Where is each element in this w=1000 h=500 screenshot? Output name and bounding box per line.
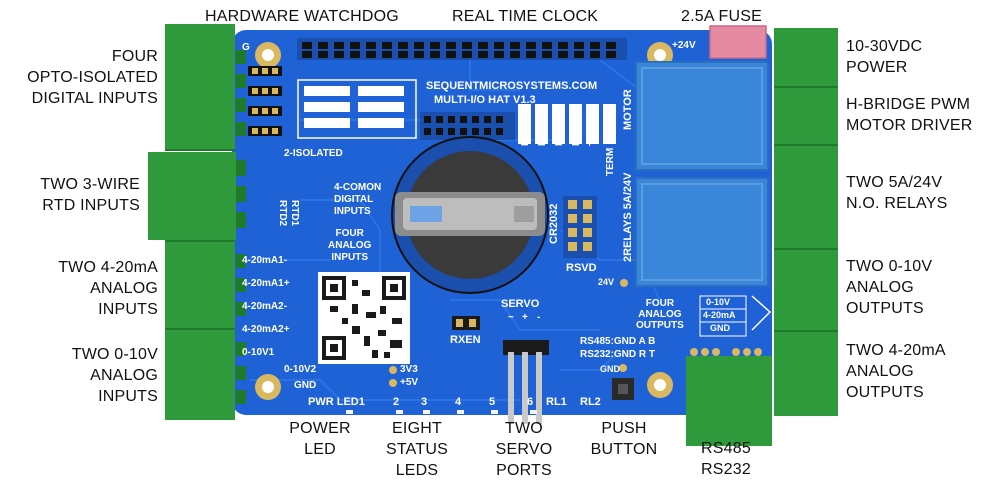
- pin-0-10v1: 0-10V1: [242, 347, 275, 358]
- gpio-pins: [302, 42, 616, 58]
- label-power-input: 10-30VDC POWER: [846, 38, 923, 76]
- four-analog-outputs-label: FOUR ANALOG OUTPUTS: [636, 298, 684, 331]
- fuse: [709, 25, 767, 59]
- pin-0-10v2: 0-10V2: [284, 364, 317, 375]
- out-box-0-10v: 0-10V: [706, 297, 731, 307]
- cr2032-label: CR2032: [548, 203, 560, 244]
- pin-4-20ma2-plus: 4-20mA2+: [242, 324, 290, 335]
- servo-pin-signal: ~: [508, 312, 514, 323]
- led-2-label: 2: [393, 396, 400, 408]
- pwr-led1-label: PWR LED1: [308, 396, 365, 408]
- label-hardware-watchdog: HARDWARE WATCHDOG: [205, 8, 399, 25]
- label-status-leds: EIGHT STATUS LEDS: [386, 420, 448, 479]
- plus24-label: +24V: [672, 40, 696, 51]
- right-terminals: [686, 28, 838, 446]
- qr-code: [318, 272, 410, 364]
- led-3-label: 3: [421, 396, 428, 408]
- pin-gnd: GND: [294, 380, 317, 391]
- rtc-battery-holder: [391, 136, 549, 294]
- rtd2-label: RTD2: [277, 200, 288, 227]
- label-motor-driver: H-BRIDGE PWM MOTOR DRIVER: [846, 96, 973, 134]
- out-box-4-20ma: 4-20mA: [703, 310, 736, 320]
- left-terminals: [148, 24, 246, 420]
- led-6-label: 6: [527, 396, 534, 408]
- tx-label: TX: [588, 133, 599, 146]
- label-fuse: 2.5A FUSE: [681, 8, 762, 25]
- servo-pin-plus: +: [522, 312, 528, 323]
- g-label: G: [242, 42, 250, 53]
- output-box: [699, 295, 747, 337]
- label-0-10v-inputs: TWO 0-10V ANALOG INPUTS: [71, 346, 158, 405]
- id1-label: ID1: [537, 130, 548, 146]
- label-rtd-inputs: TWO 3-WIRE RTD INPUTS: [40, 176, 140, 214]
- label-servo-ports: TWO SERVO PORTS: [495, 420, 553, 479]
- led-4-label: 4: [455, 396, 462, 408]
- servo-label: SERVO: [501, 298, 540, 310]
- out-box-gnd: GND: [710, 323, 730, 333]
- led-5-label: 5: [489, 396, 496, 408]
- id2-label: ID2: [520, 130, 531, 146]
- id0-label: ID0: [554, 130, 565, 146]
- v24-label: 24V: [598, 277, 615, 287]
- label-4-20ma-outputs: TWO 4-20mA ANALOG OUTPUTS: [846, 342, 946, 401]
- label-power-led: POWER LED: [289, 420, 351, 458]
- label-rs485-rs232: RS485 RS232: [701, 440, 751, 478]
- label-opto-isolated-inputs: FOUR OPTO-ISOLATED DIGITAL INPUTS: [27, 48, 158, 107]
- servo-pin-minus: -: [537, 312, 541, 323]
- rx-label: RX: [571, 132, 582, 146]
- label-relays: TWO 5A/24V N.O. RELAYS: [846, 174, 948, 212]
- opto-jumper-frame: [297, 79, 417, 139]
- v33-label: 3V3: [400, 364, 418, 375]
- rl1-label: RL1: [546, 396, 567, 408]
- label-push-button: PUSH BUTTON: [590, 420, 658, 458]
- v5-label: +5V: [400, 377, 419, 388]
- rs485-line: RS485:GND A B: [580, 336, 656, 347]
- brand-label: SEQUENTMICROSYSTEMS.COM: [426, 80, 598, 92]
- relays-label: 2RELAYS 5A/24V: [622, 172, 634, 262]
- model-label: MULTI-I/O HAT V1.3: [434, 94, 536, 106]
- relay-1: [635, 61, 769, 171]
- servo-header: [503, 340, 549, 355]
- pin-4-20ma2-minus: 4-20mA2-: [242, 301, 288, 312]
- id-jumpers: [518, 104, 616, 144]
- label-0-10v-outputs: TWO 0-10V ANALOG OUTPUTS: [846, 258, 933, 317]
- status-leds: [346, 410, 537, 414]
- term-label: TERM: [605, 147, 616, 176]
- opto-jumper-pads: [304, 86, 404, 128]
- four-analog-inputs-label: FOUR ANALOG INPUTS: [328, 228, 372, 263]
- label-4-20ma-inputs: TWO 4-20mA ANALOG INPUTS: [58, 259, 158, 318]
- rs232-line: RS232:GND R T: [580, 349, 656, 360]
- motor-label: MOTOR: [622, 89, 634, 130]
- label-real-time-clock: REAL TIME CLOCK: [452, 8, 599, 25]
- isolated-label: 2-ISOLATED: [284, 148, 343, 159]
- rl2-label: RL2: [580, 396, 601, 408]
- pin-4-20ma1-plus: 4-20mA1+: [242, 278, 290, 289]
- rxen-label: RXEN: [450, 334, 481, 346]
- rtd1-label: RTD1: [289, 200, 300, 227]
- gnd-label: GND: [600, 364, 620, 374]
- rsvd-label: RSVD: [566, 262, 597, 274]
- pin-4-20ma1-minus: 4-20mA1-: [242, 255, 288, 266]
- relay-2: [635, 177, 769, 287]
- common-digital-label: 4-COMON DIGITAL INPUTS: [334, 182, 382, 217]
